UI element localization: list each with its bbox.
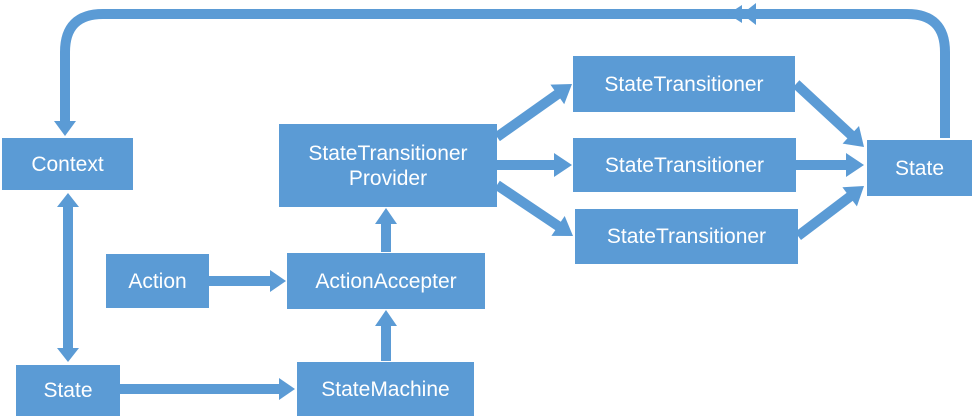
edge-transitioner-bottom-to-state <box>795 186 864 240</box>
edge-action-to-actionaccepter <box>209 270 286 292</box>
edge-provider-to-transitioner-top <box>494 84 572 142</box>
edge-statemachine-to-actionaccepter <box>375 310 397 361</box>
edge-feedback-arrowhead-top-1 <box>742 3 756 25</box>
edge-provider-to-transitioner-bottom <box>494 180 573 236</box>
edge-provider-to-transitioner-mid <box>497 153 572 177</box>
node-state-right-label: State <box>894 156 945 180</box>
node-action: Action <box>106 254 209 308</box>
node-action-label: Action <box>128 269 187 293</box>
node-transitioner-mid: StateTransitioner <box>573 138 796 192</box>
node-transitioner-bottom-label: StateTransitioner <box>606 225 767 248</box>
node-state-machine-label: StateMachine <box>321 377 450 401</box>
edge-transitioner-top-to-state <box>792 80 864 147</box>
node-transitioner-provider: StateTransitioner Provider <box>279 124 497 207</box>
node-action-accepter: ActionAccepter <box>287 253 485 309</box>
node-transitioner-provider-label: StateTransitioner Provider <box>308 141 468 190</box>
node-transitioner-mid-label: StateTransitioner <box>604 153 765 177</box>
edge-feedback-arrowhead-top-2 <box>728 5 742 23</box>
edge-transitioner-mid-to-state <box>796 153 864 177</box>
edge-state-to-statemachine <box>120 378 295 400</box>
node-transitioner-top-label: StateTransitioner <box>604 72 764 96</box>
node-context: Context <box>2 138 133 190</box>
node-state-right: State <box>867 140 972 196</box>
node-state-left-label: State <box>43 379 93 402</box>
edge-feedback-loop <box>60 9 950 138</box>
edge-feedback-arrowhead-context <box>54 121 76 136</box>
node-transitioner-top: StateTransitioner <box>573 56 795 112</box>
node-transitioner-bottom: StateTransitioner <box>575 209 798 264</box>
edge-actionaccepter-to-provider <box>375 208 397 252</box>
node-context-label: Context <box>31 152 104 176</box>
node-state-left: State <box>16 365 120 416</box>
node-action-accepter-label: ActionAccepter <box>315 269 457 293</box>
edge-context-state <box>57 193 79 362</box>
node-state-machine: StateMachine <box>297 362 474 416</box>
